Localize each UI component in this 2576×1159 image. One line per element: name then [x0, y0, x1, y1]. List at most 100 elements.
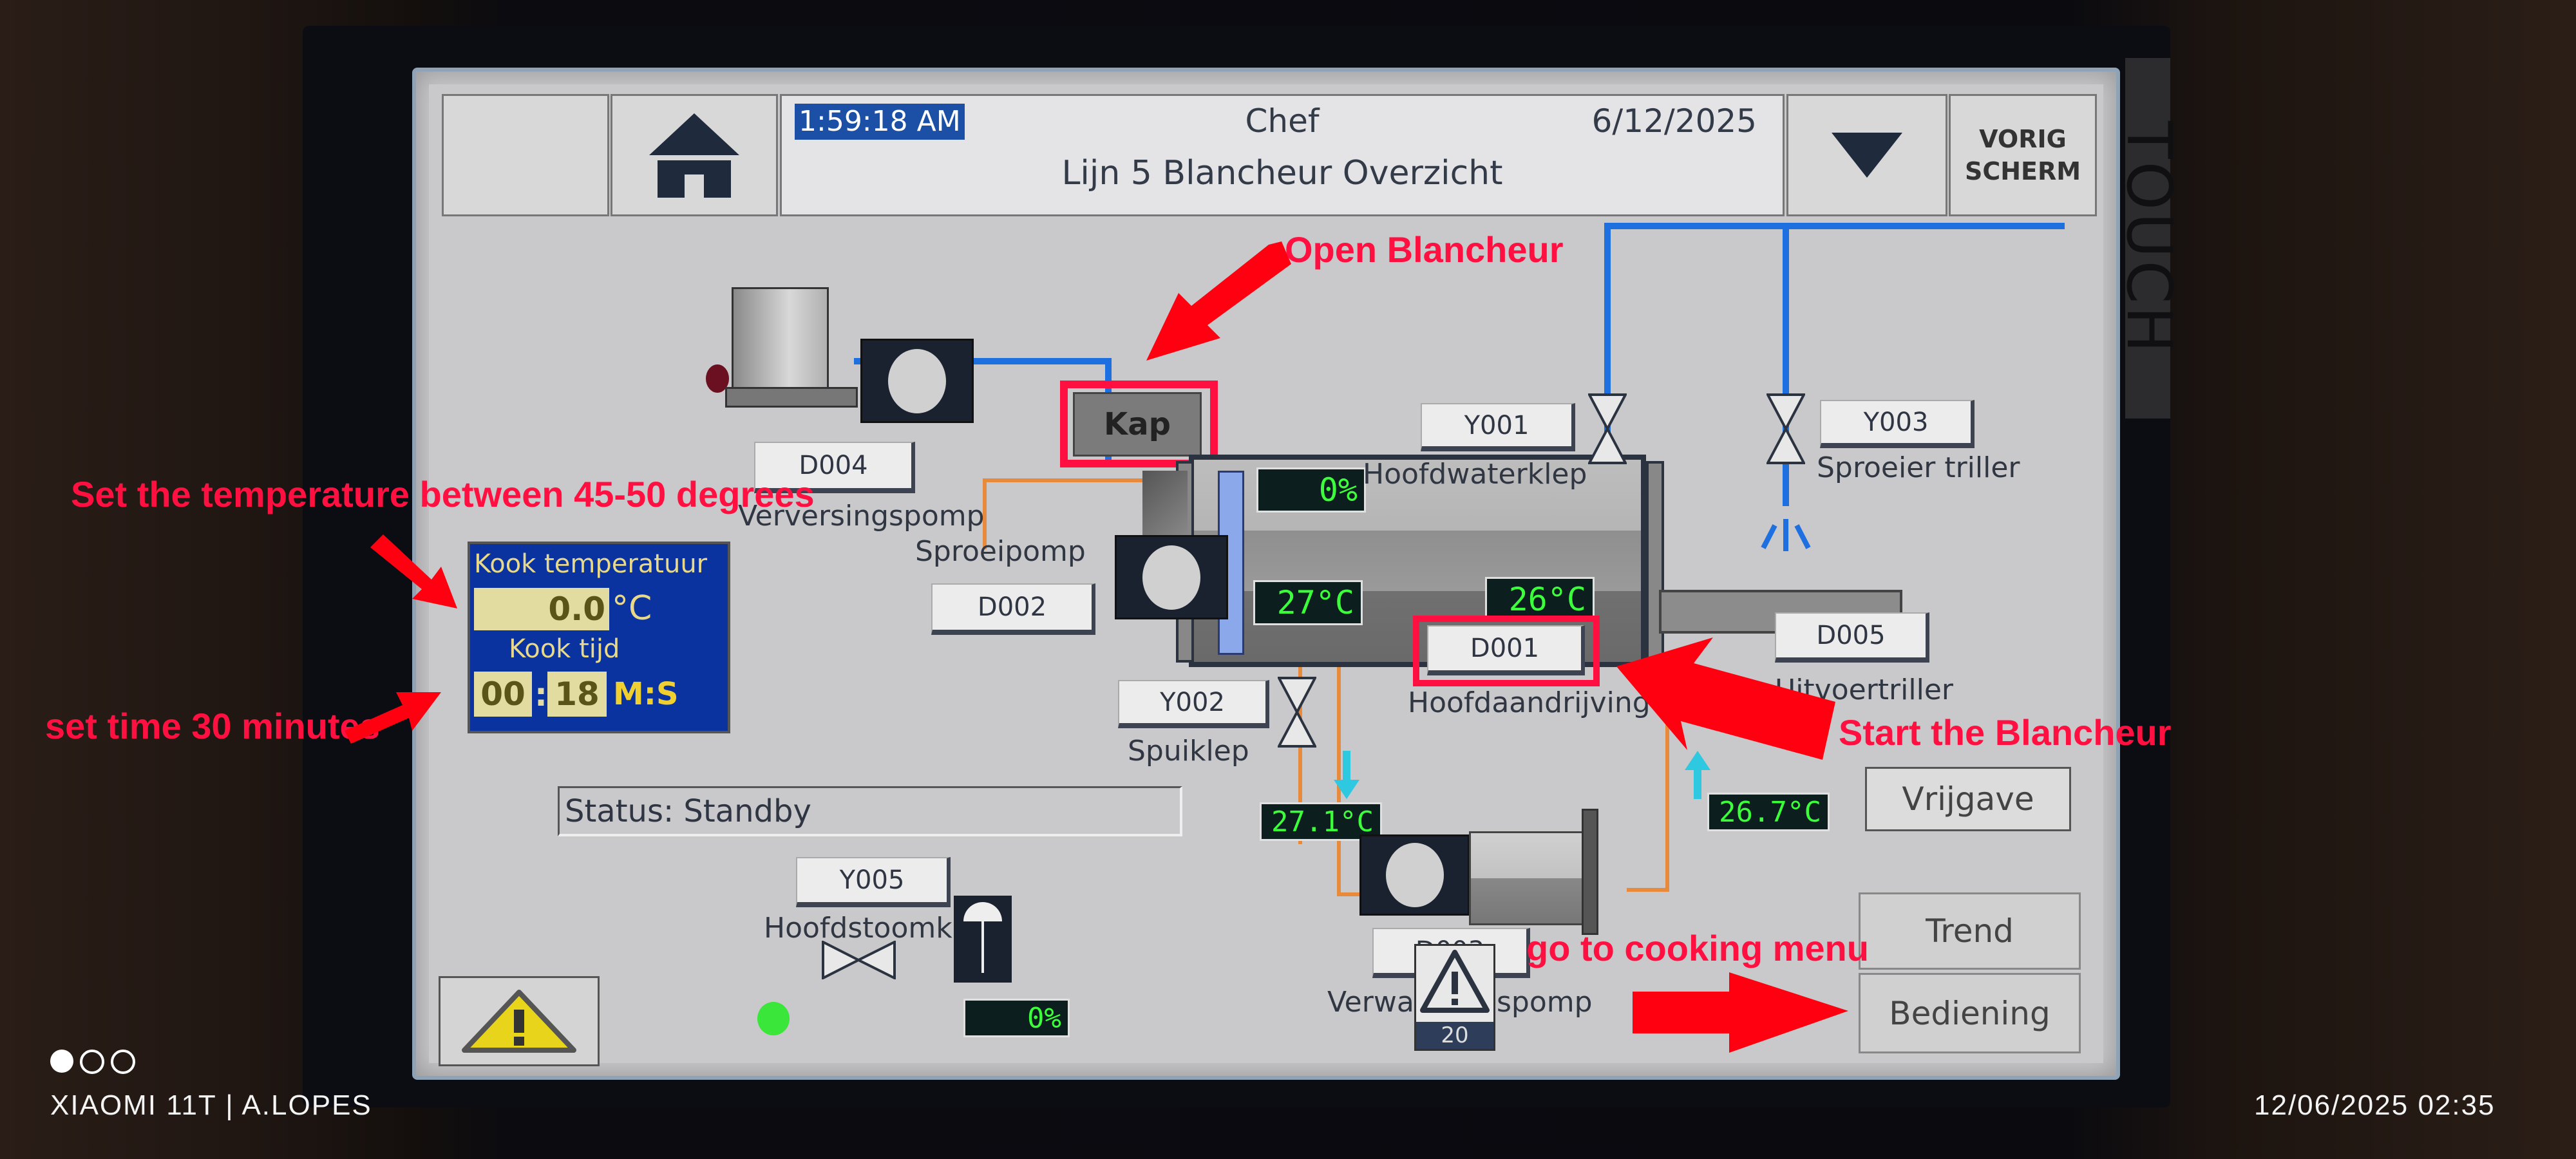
clock: 1:59:18 AM	[795, 104, 965, 140]
pump-icon	[860, 339, 974, 423]
cook-time-minutes-input[interactable]: 00	[474, 672, 532, 717]
y002-tag-button[interactable]: Y002	[1118, 680, 1269, 728]
cook-time-unit: M:S	[613, 676, 679, 712]
page-dot	[80, 1050, 104, 1074]
alarm-button[interactable]	[439, 976, 600, 1066]
annotation-arrow-menu	[1633, 972, 1848, 1053]
heating-pump-icon	[1359, 834, 1470, 916]
flow-down-arrow-icon	[1334, 751, 1359, 799]
annotation-time: set time 30 minutes	[45, 706, 380, 746]
screen-canvas: 1:59:18 AM Chef 6/12/2025 Lijn 5 Blanche…	[429, 84, 2103, 1066]
cooking-settings-panel: Kook temperatuur 0.0 °C Kook tijd 00 : 1…	[468, 542, 730, 733]
hot-water-pipe	[1337, 657, 1341, 896]
d004-label: Verversingspomp	[738, 500, 985, 532]
d004-tag-button[interactable]: D004	[754, 442, 915, 493]
home-button[interactable]	[611, 94, 778, 216]
water-pipe	[1604, 223, 1611, 500]
page-dot	[111, 1050, 135, 1074]
d001-tag-button[interactable]: D001	[1427, 625, 1585, 675]
alarm-counter-button[interactable]: 20	[1414, 944, 1495, 1051]
alarm-triangle-icon	[1420, 950, 1490, 1013]
alarm-count: 20	[1416, 1022, 1493, 1049]
annotation-open-blancheur: Open Blancheur	[1285, 229, 1564, 270]
steam-actuator-icon	[954, 896, 1012, 983]
d002-label: Sproeipomp	[915, 535, 1086, 568]
y002-label: Spuiklep	[1128, 735, 1249, 768]
hmi-screen: 1:59:18 AM Chef 6/12/2025 Lijn 5 Blanche…	[412, 68, 2120, 1080]
cook-time-label: Kook tijd	[509, 634, 620, 664]
water-pipe	[854, 358, 1112, 364]
y001-tag-button[interactable]: Y001	[1421, 403, 1575, 451]
heater-outlet-temp-readout: 26.7°C	[1707, 793, 1830, 831]
tank-temp-right-readout: 26°C	[1485, 577, 1595, 622]
page-dot-active	[50, 1050, 73, 1073]
spray-pump-icon	[1115, 535, 1228, 619]
annotation-arrow-time	[345, 692, 441, 744]
date: 6/12/2025	[1591, 102, 1757, 140]
triangle-down-icon	[1832, 133, 1902, 178]
warning-icon	[462, 990, 576, 1053]
home-icon	[649, 113, 739, 198]
valve-y001-icon[interactable]	[1588, 393, 1627, 464]
bezel-brand-text: TOUCH	[2113, 121, 2185, 355]
y003-tag-button[interactable]: Y003	[1820, 400, 1975, 448]
tank-level-readout: 0%	[1256, 467, 1366, 513]
cook-temp-unit: °C	[612, 589, 652, 628]
cook-temp-input[interactable]: 0.0	[474, 588, 609, 630]
hot-water-pipe	[1665, 657, 1669, 889]
tank-temp-left-readout: 27°C	[1253, 580, 1363, 625]
hot-water-pipe	[983, 478, 1170, 482]
hot-water-pipe	[1627, 888, 1669, 892]
annotation-arrow-open	[1146, 241, 1291, 361]
valve-y003-icon[interactable]	[1766, 393, 1805, 464]
annotation-cooking-menu: go to cooking menu	[1526, 928, 1869, 968]
screen-title: Lijn 5 Blancheur Overzicht	[1061, 154, 1503, 193]
watermark-device: XIAOMI 11T | A.LOPES	[50, 1089, 372, 1121]
valve-y005-icon[interactable]	[822, 941, 896, 979]
steam-valve-pct-readout: 0%	[963, 999, 1070, 1037]
hot-water-pipe	[1298, 657, 1302, 844]
previous-screen-line1: VORIG	[1979, 125, 2067, 153]
cook-temp-label: Kook temperatuur	[474, 549, 708, 579]
status-lamp-green	[757, 1002, 790, 1035]
bediening-button[interactable]: Bediening	[1859, 973, 2081, 1053]
hot-water-pipe	[983, 478, 987, 549]
heater-inlet-temp-readout: 27.1°C	[1260, 802, 1382, 841]
annotation-start-blancheur: Start the Blancheur	[1839, 712, 2172, 753]
annotation-temperature: Set the temperature between 45-50 degree…	[71, 474, 815, 514]
highlight-box	[1413, 616, 1600, 686]
y005-tag-button[interactable]: Y005	[796, 857, 951, 907]
y003-label: Sproeier triller	[1817, 451, 2020, 484]
valve-y002-icon[interactable]	[1278, 677, 1316, 748]
water-pipe	[1783, 223, 1789, 506]
gallery-page-dots	[50, 1050, 135, 1074]
annotation-arrow-temperature	[370, 534, 457, 608]
d002-tag-button[interactable]: D002	[931, 583, 1095, 635]
dropdown-button[interactable]	[1786, 94, 1947, 216]
header-blank-panel	[442, 94, 609, 216]
flow-up-arrow-icon	[1685, 751, 1710, 799]
kap-button[interactable]: Kap	[1073, 392, 1202, 457]
vrijgave-button[interactable]: Vrijgave	[1865, 767, 2071, 831]
d001-label: Hoofdaandrijving	[1408, 686, 1651, 719]
hot-water-pipe	[1337, 892, 1363, 896]
bezel-label-strip	[2125, 58, 2170, 419]
d005-tag-button[interactable]: D005	[1775, 612, 1929, 663]
water-pipe	[1604, 223, 2065, 229]
time-separator: :	[535, 676, 547, 713]
title-panel: 1:59:18 AM Chef 6/12/2025 Lijn 5 Blanche…	[780, 94, 1785, 216]
tank-base	[725, 387, 858, 408]
watermark-timestamp: 12/06/2025 02:35	[2254, 1089, 2496, 1121]
fresh-water-tank	[732, 287, 829, 394]
status-field: Status: Standby	[558, 786, 1182, 836]
user-name: Chef	[1245, 102, 1320, 140]
motor-flange	[1582, 809, 1598, 935]
previous-screen-line2: SCHERM	[1964, 157, 2081, 185]
y001-label: Hoofdwaterklep	[1363, 458, 1587, 491]
cook-time-seconds-input[interactable]: 18	[547, 672, 607, 717]
spray-nozzle-icon	[1761, 519, 1811, 551]
trend-button[interactable]: Trend	[1859, 892, 2081, 970]
heating-pump-motor	[1469, 831, 1586, 925]
previous-screen-button[interactable]: VORIG SCHERM	[1949, 94, 2097, 216]
annotation-arrow-start	[1616, 637, 1835, 760]
